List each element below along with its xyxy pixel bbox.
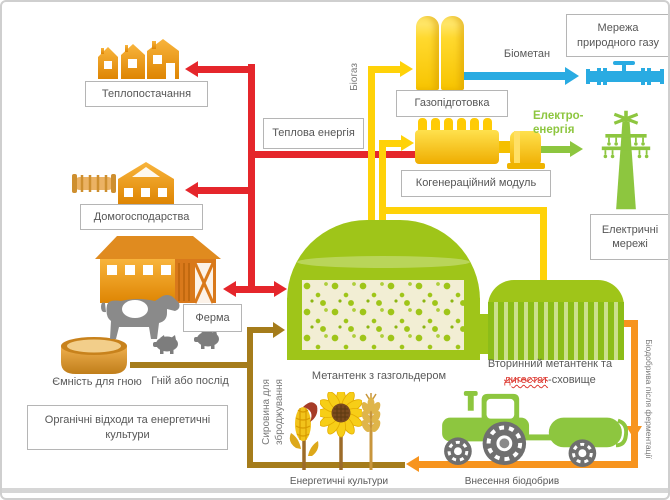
main-digester-label: Метантенк з газгольдером: [311, 370, 447, 382]
box-farm-label: Ферма: [195, 311, 230, 324]
biomethane-label: Біометан: [503, 48, 551, 60]
biogas-line-vertical-2: [379, 140, 386, 224]
box-cogeneration: Когенераційний модуль: [401, 170, 551, 197]
pig-icon: [151, 334, 181, 359]
secondary-digester-label-line2: дигестат-сховище: [460, 374, 640, 386]
substrate-line-from-bowl: [130, 362, 253, 368]
digestate-line-from-tank: [620, 320, 638, 327]
heat-arrowhead-heat-supply: [185, 61, 198, 77]
substrate-line-vertical: [247, 327, 253, 468]
biogas-arrowhead-cogeneration: [401, 135, 414, 151]
box-heat-supply: Теплопостачання: [85, 81, 208, 107]
box-gas-treatment-label: Газопідготовка: [414, 97, 490, 110]
gas-columns-icon: [441, 16, 464, 90]
heat-arrowhead-farm: [223, 281, 236, 297]
fertilizer-application-label: Внесення біодобрив: [464, 476, 560, 487]
feedstock-label-line1: Сировина для: [261, 379, 272, 445]
box-organic-waste: Органічні відходи та енергетичні культур…: [27, 405, 228, 450]
box-households: Домогосподарства: [80, 204, 203, 230]
fertilizer-after-label: Біодобрива після ферментації: [644, 339, 654, 459]
biogas-line-to-secondary-tank-v: [540, 207, 547, 287]
heat-line-farm-digester: [236, 286, 274, 293]
pig-icon: [192, 329, 222, 354]
barn-icon: [95, 233, 223, 310]
box-heat-supply-label: Теплопостачання: [101, 87, 192, 100]
secondary-digester-label-line1: Вторинний метантенк та: [487, 358, 613, 370]
electricity-label: Електро- енергія: [533, 109, 584, 137]
sunflower-icon: [316, 388, 366, 475]
heat-line-to-households: [198, 187, 248, 194]
feedstock-label-line2: зброджування: [274, 379, 285, 445]
corn-icon: [288, 398, 320, 475]
digestate-line-vertical: [631, 320, 638, 468]
digestate-arrowhead-left: [406, 456, 419, 472]
cogeneration-engine-icon: [415, 116, 549, 177]
cow-icon: [97, 287, 183, 348]
household-house-icon: [72, 160, 184, 211]
manure-bowl-icon: [58, 334, 130, 383]
manure-label: Гній або послід: [151, 375, 229, 387]
box-gas-treatment: Газопідготовка: [396, 90, 508, 117]
wheat-icon: [358, 392, 384, 475]
digester-dome-icon: [287, 220, 480, 360]
tractor-slurry-icon: [438, 388, 629, 474]
energy-crops-label: Енергетичні культури: [289, 476, 389, 487]
biomethane-line: [464, 72, 567, 80]
biogas-line-to-secondary-tank-h: [383, 207, 547, 214]
digestate-arrowhead-down: [626, 426, 642, 439]
box-thermal-energy: Теплова енергія: [263, 118, 364, 149]
district-houses-icon: [95, 38, 183, 87]
digester-substrate-fill: [302, 280, 464, 350]
biogas-line-vertical-1: [368, 66, 375, 224]
biogas-label: Біогаз: [349, 63, 360, 91]
secondary-tank-icon: [488, 280, 624, 360]
heat-line-to-heat-supply: [198, 66, 248, 73]
digestate-storage-suffix: -сховище: [548, 374, 596, 386]
gas-columns-icon: [416, 16, 439, 90]
window-bottom-edge: [2, 488, 668, 493]
feedstock-label: Сировина для зброджування: [260, 367, 286, 457]
biogas-line-to-gas-treatment: [375, 66, 402, 73]
heat-line-vertical: [248, 64, 255, 293]
heat-line-from-cogeneration: [255, 151, 420, 158]
substrate-line-to-digester: [253, 327, 275, 333]
electricity-line: [522, 146, 572, 153]
box-gas-network-label: Мережа природного газу: [577, 22, 659, 49]
electricity-label-line2: енергія: [533, 124, 575, 136]
heat-arrowhead-households: [185, 182, 198, 198]
box-power-grid-label: Електричні мережі: [601, 223, 659, 250]
electricity-arrowhead: [570, 141, 583, 157]
heat-arrowhead-digester: [274, 281, 287, 297]
box-households-label: Домогосподарства: [93, 210, 190, 223]
box-gas-network: Мережа природного газу: [566, 14, 668, 57]
manure-container-label: Ємність для гною: [52, 376, 142, 388]
gas-pipe-valve-icon: [586, 59, 664, 91]
electricity-label-line1: Електро-: [533, 110, 584, 122]
substrate-arrowhead-digester: [273, 322, 285, 338]
biogas-arrowhead-gas-treatment: [400, 61, 413, 77]
box-cogeneration-label: Когенераційний модуль: [415, 177, 537, 190]
box-power-grid: Електричні мережі: [590, 214, 668, 260]
substrate-line-bottom: [247, 462, 405, 468]
box-thermal-energy-label: Теплова енергія: [272, 127, 355, 140]
digestate-word: дигестат: [504, 374, 549, 386]
power-pole-icon: [600, 104, 652, 221]
digestate-line-bottom: [419, 461, 631, 468]
biogas-line-to-cogeneration: [386, 140, 402, 147]
pipe-radiator-icon: [72, 174, 116, 193]
box-farm: Ферма: [183, 304, 242, 332]
box-organic-waste-label: Органічні відходи та енергетичні культур…: [44, 414, 211, 441]
biomethane-arrowhead: [565, 67, 579, 85]
